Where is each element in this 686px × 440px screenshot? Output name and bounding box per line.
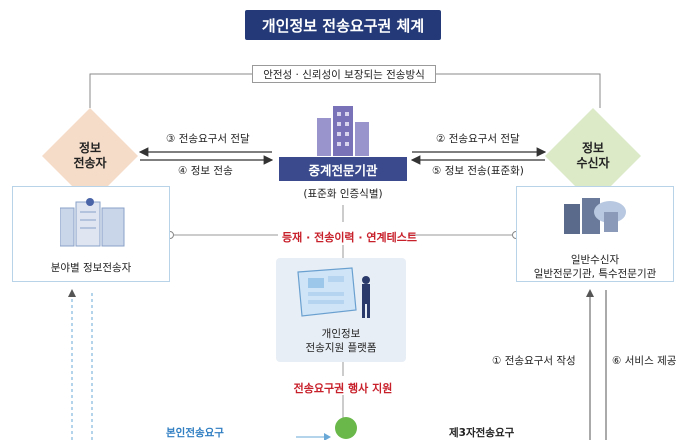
hub-subtitle: (표준화 인증식별): [303, 188, 383, 200]
hub-name: 중계전문기관: [279, 157, 407, 181]
third-party-transfer-request: 제3자전송요구: [449, 427, 515, 439]
diagram-title: 개인정보 전송요구권 체계: [245, 10, 441, 40]
sender-diamond: [42, 108, 138, 204]
sender-box-label: 분야별 정보전송자: [50, 262, 132, 274]
person-icon: [335, 417, 357, 439]
server-icon: [60, 198, 125, 247]
arrow-label-1: ① 전송요구서 작성: [492, 355, 576, 367]
arrow-label-3: ③ 전송요구서 전달: [166, 133, 250, 145]
arrow-label-4: ④ 정보 전송: [178, 165, 233, 177]
receiver-box-line1: 일반수신자: [570, 254, 620, 266]
platform-label-line2: 전송지원 플랫폼: [305, 342, 377, 354]
arrow-label-5: ⑤ 정보 전송(표준화): [432, 165, 524, 177]
platform-label: 개인정보 전송지원 플랫폼: [276, 327, 406, 355]
receiver-label-line2: 수신자: [576, 156, 610, 170]
sender-label-line1: 정보: [78, 141, 102, 155]
support-text: 전송요구권 행사 지원: [293, 382, 393, 395]
registry-text: 등재 · 전송이력 · 연계테스트: [282, 231, 417, 244]
platform-screen-icon: [297, 267, 370, 318]
bottom-arrow: [296, 433, 331, 440]
server-cloud-icon: [564, 198, 626, 234]
building-icon: [317, 106, 369, 156]
receiver-label-line1: 정보: [581, 141, 605, 155]
receiver-box-line2: 일반전문기관, 특수전문기관: [533, 268, 657, 280]
receiver-diamond: [545, 108, 641, 204]
safety-label: 안전성 · 신뢰성이 보장되는 전송방식: [252, 65, 436, 83]
receiver-label: 정보 수신자: [545, 141, 641, 171]
arrow-label-6: ⑥ 서비스 제공: [612, 355, 677, 367]
arrow-label-2: ② 전송요구서 전달: [436, 133, 520, 145]
sender-label: 정보 전송자: [42, 141, 138, 171]
sender-label-line2: 전송자: [73, 156, 107, 170]
self-transfer-request: 본인전송요구: [166, 427, 224, 439]
platform-label-line1: 개인정보: [321, 328, 361, 340]
